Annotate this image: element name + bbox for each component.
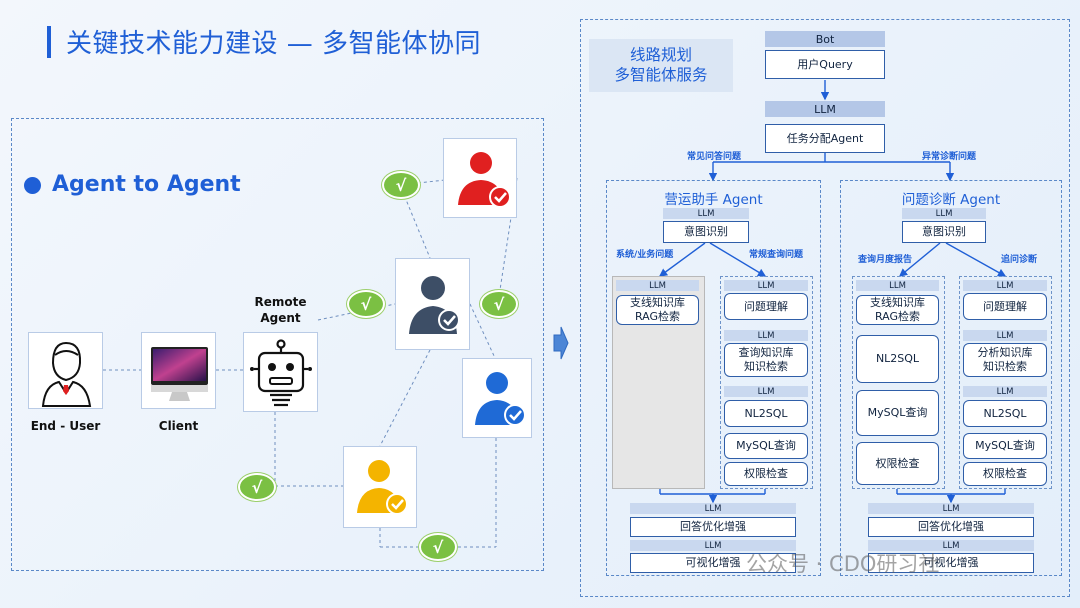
agent-node-red	[443, 138, 517, 218]
task-dispatch-agent-box: 任务分配Agent	[765, 124, 885, 153]
ops-question-understanding: 问题理解	[724, 293, 808, 320]
agent-person-blue-icon	[475, 372, 526, 426]
agent-node-yellow	[343, 446, 417, 528]
route-planning-label: 线路规划 多智能体服务	[589, 39, 733, 92]
edge-label-common-qa: 常见问答问题	[687, 152, 742, 162]
check-badge: √	[480, 290, 518, 318]
diag-visual-enhance: 可视化增强	[868, 553, 1034, 573]
diag-right-llm-3: LLM	[963, 386, 1047, 397]
user-query-box: 用户Query	[765, 50, 885, 79]
ops-kb-query-line1: 查询知识库	[738, 346, 794, 360]
agent-to-agent-panel	[11, 118, 544, 571]
diag-edge-followup: 追问诊断	[1001, 255, 1038, 265]
check-badge: √	[347, 290, 385, 318]
diag-left-kb-line1: 支线知识库	[870, 296, 925, 310]
diag-kb-analysis-line2: 知识检索	[983, 360, 1027, 373]
remote-agent-node	[243, 332, 318, 412]
diag-permission-check: 权限检查	[963, 462, 1047, 486]
agent-person-red-icon	[458, 152, 511, 208]
ops-left-llm: LLM	[616, 280, 699, 291]
ops-mysql-query: MySQL查询	[724, 433, 808, 459]
ops-kb-query: 查询知识库知识检索	[724, 343, 808, 377]
check-badge: √	[419, 533, 457, 561]
diag-right-llm-2: LLM	[963, 330, 1047, 341]
page-title: 关键技术能力建设 — 多智能体协同	[66, 29, 482, 59]
diag-left-llm: LLM	[856, 280, 939, 291]
llm-header: LLM	[765, 101, 885, 117]
title-accent-bar	[47, 26, 51, 58]
ops-right-column	[720, 276, 813, 489]
diag-question-understanding: 问题理解	[963, 293, 1047, 320]
plan-line2: 多智能体服务	[614, 65, 708, 84]
ops-edge-regular: 常规查询问题	[749, 250, 804, 260]
diag-intent-box: 意图识别	[902, 221, 986, 243]
diagnosis-agent-panel	[840, 180, 1062, 576]
check-badge: √	[238, 473, 276, 501]
ops-left-kb-line1: 支线知识库	[630, 296, 685, 310]
diag-agent-title: 问题诊断 Agent	[901, 192, 1001, 208]
ops-kb-query-line2: 知识检索	[744, 360, 788, 373]
arrow-right-icon	[553, 326, 569, 360]
check-badge: √	[382, 171, 420, 199]
plan-line1: 线路规划	[629, 46, 692, 65]
diag-bottom-llm-1: LLM	[868, 503, 1034, 514]
end-user-node	[28, 332, 103, 409]
watermark: 公众号 · CDO研习社	[746, 552, 940, 576]
multi-agent-service-panel	[580, 19, 1070, 597]
agent-node-navy	[395, 258, 470, 350]
diag-kb-analysis: 分析知识库知识检索	[963, 343, 1047, 377]
agent-to-agent-heading: Agent to Agent	[52, 172, 241, 197]
bot-header: Bot	[765, 31, 885, 47]
client-label: Client	[158, 419, 199, 433]
diag-left-kb-line2: RAG检索	[874, 310, 921, 323]
ops-visual-enhance: 可视化增强	[630, 553, 796, 573]
end-user-label: End - User	[30, 419, 101, 433]
diag-right-column	[959, 276, 1052, 489]
diag-right-llm-1: LLM	[963, 280, 1047, 291]
monitor-icon	[151, 347, 208, 401]
agent-person-yellow-icon	[357, 460, 408, 515]
diag-left-permission-check: 权限检查	[856, 442, 939, 485]
ops-bottom-llm-2: LLM	[630, 540, 796, 551]
ops-permission-check: 权限检查	[724, 462, 808, 486]
ops-intent-box: 意图识别	[663, 221, 749, 243]
edge-label-anomaly: 异常诊断问题	[922, 152, 977, 162]
ops-left-kb-line2: RAG检索	[634, 310, 681, 323]
client-node	[141, 332, 216, 409]
diag-intent-llm: LLM	[902, 208, 986, 219]
ops-nl2sql: NL2SQL	[724, 400, 808, 427]
diag-nl2sql: NL2SQL	[963, 400, 1047, 427]
agent-node-blue	[462, 358, 532, 438]
remote-agent-label: Remote Agent	[243, 294, 318, 326]
remote-agent-label-line2: Agent	[260, 311, 301, 325]
diag-left-mysql-query: MySQL查询	[856, 390, 939, 436]
person-tie-icon	[41, 341, 92, 407]
ops-right-llm-3: LLM	[724, 386, 808, 397]
diag-edge-monthly: 查询月度报告	[858, 255, 913, 265]
ops-right-llm-1: LLM	[724, 280, 808, 291]
diag-bottom-llm-2: LLM	[868, 540, 1034, 551]
bullet-dot	[24, 177, 41, 194]
ops-assistant-agent-panel	[606, 180, 821, 576]
robot-icon	[250, 339, 312, 407]
ops-agent-title: 营运助手 Agent	[664, 192, 763, 208]
diag-mysql-query: MySQL查询	[963, 433, 1047, 459]
ops-intent-llm: LLM	[663, 208, 749, 219]
remote-agent-label-line1: Remote	[254, 295, 307, 309]
diag-kb-analysis-line1: 分析知识库	[977, 346, 1033, 360]
ops-right-llm-2: LLM	[724, 330, 808, 341]
ops-answer-enhance: 回答优化增强	[630, 517, 796, 537]
ops-bottom-llm-1: LLM	[630, 503, 796, 514]
diag-left-nl2sql: NL2SQL	[856, 335, 939, 383]
ops-edge-system: 系统/业务问题	[616, 250, 674, 260]
agent-person-navy-icon	[409, 276, 460, 334]
diag-answer-enhance: 回答优化增强	[868, 517, 1034, 537]
diag-left-column	[852, 276, 945, 489]
